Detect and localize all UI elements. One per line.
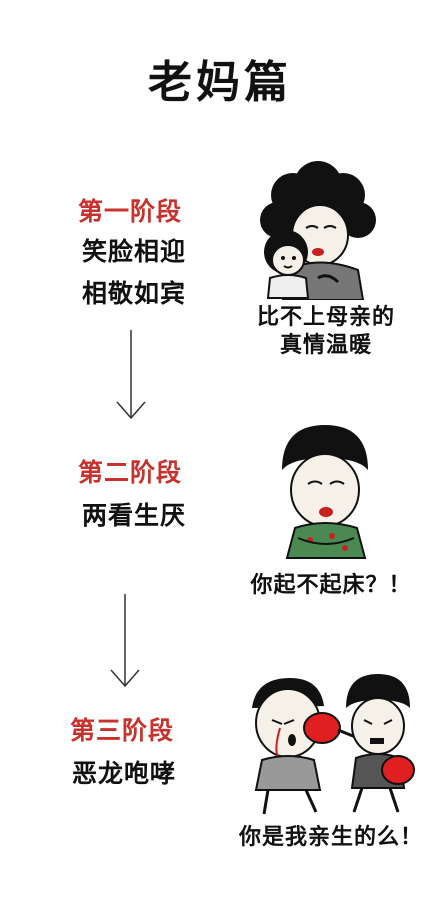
stage-2-label: 第二阶段 xyxy=(78,458,183,487)
stage-1-line-2: 相敬如宾 xyxy=(82,279,187,308)
page-title: 老妈篇 xyxy=(148,57,292,108)
stage-2-caption: 你起不起床？！ xyxy=(250,573,412,598)
stage-2-line-1: 两看生厌 xyxy=(82,501,187,530)
stage-3-label: 第三阶段 xyxy=(70,716,175,745)
stage-1-caption-line-1: 比不上母亲的 xyxy=(256,305,395,330)
boxing-punch-meme-image xyxy=(240,668,430,822)
down-arrow-1 xyxy=(113,330,149,422)
stage-1-caption: 比不上母亲的 真情温暖 xyxy=(236,304,416,360)
arms-crossed-meme-image xyxy=(270,420,380,564)
stage-1-caption-line-2: 真情温暖 xyxy=(279,333,372,358)
stage-3-line-1: 恶龙咆哮 xyxy=(72,759,177,788)
stage-3-caption: 你是我亲生的么！ xyxy=(238,825,423,850)
mother-hugging-child-meme-image xyxy=(248,160,388,304)
stage-1-line-1: 笑脸相迎 xyxy=(82,237,187,266)
down-arrow-2 xyxy=(107,594,143,690)
stage-1-label: 第一阶段 xyxy=(78,197,183,226)
